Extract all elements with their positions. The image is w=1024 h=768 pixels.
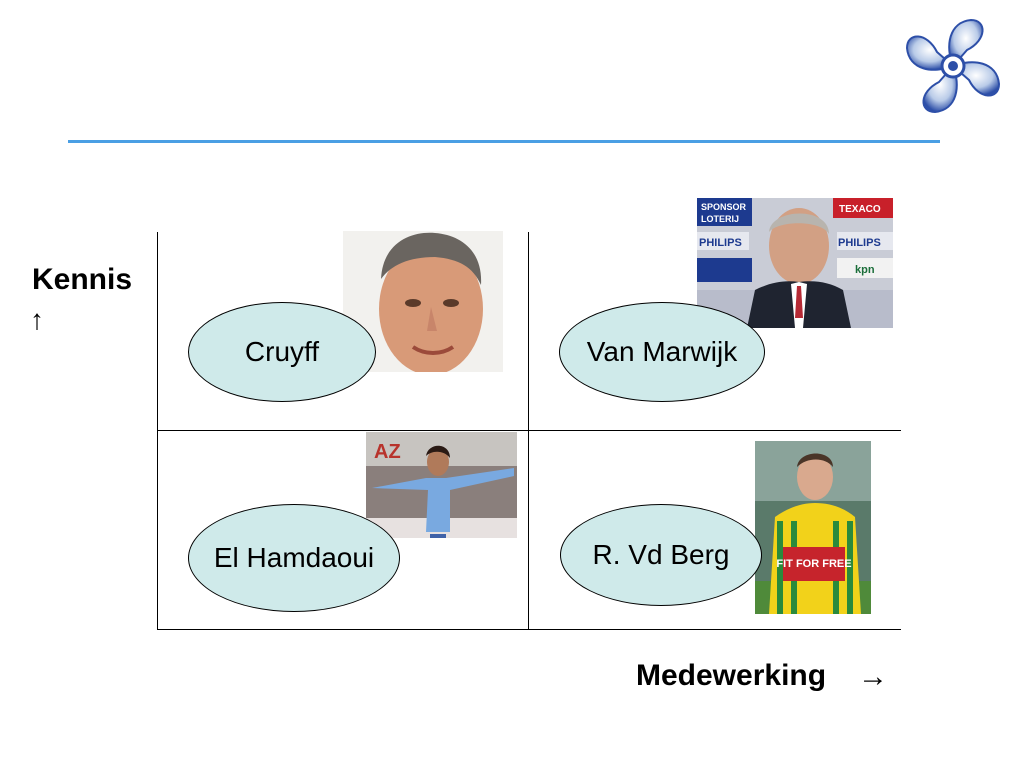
shirt-sponsor-text: FIT FOR FREE [776,558,851,570]
sponsor-text-2: LOTERIJ [701,214,739,224]
philips-text-right: PHILIPS [838,237,881,249]
texaco-text: TEXACO [839,204,881,215]
svg-text:AZ: AZ [374,441,401,463]
quadrant-label-el-hamdaoui: El Hamdaoui [188,504,400,612]
quadrant-label-van-marwijk: Van Marwijk [559,302,765,402]
vd-berg-photo: FIT FOR FREE [755,441,871,614]
sponsor-text-1: SPONSOR [701,202,747,212]
title-divider [68,140,940,143]
philips-text-left: PHILIPS [699,237,742,249]
y-axis-arrow: ↑ [30,304,44,335]
quadrant-label-cruyff: Cruyff [188,302,376,402]
quadrant-label-vd-berg: R. Vd Berg [560,504,762,606]
propeller-logo [900,14,1006,118]
grid-middle-line [528,232,529,630]
grid-bottom-line [157,629,901,630]
van-marwijk-photo: SPONSOR LOTERIJ TEXACO PHILIPS PHILIPS k… [697,198,893,328]
x-axis-label: Medewerking [636,659,827,692]
y-axis-label: Kennis [32,263,133,296]
grid-left-line [157,232,158,630]
x-axis-arrow: → [858,660,888,693]
grid-middle-line-horizontal [157,430,901,431]
kpn-text: kpn [855,264,875,276]
el-hamdaoui-photo: AZ [366,432,517,538]
